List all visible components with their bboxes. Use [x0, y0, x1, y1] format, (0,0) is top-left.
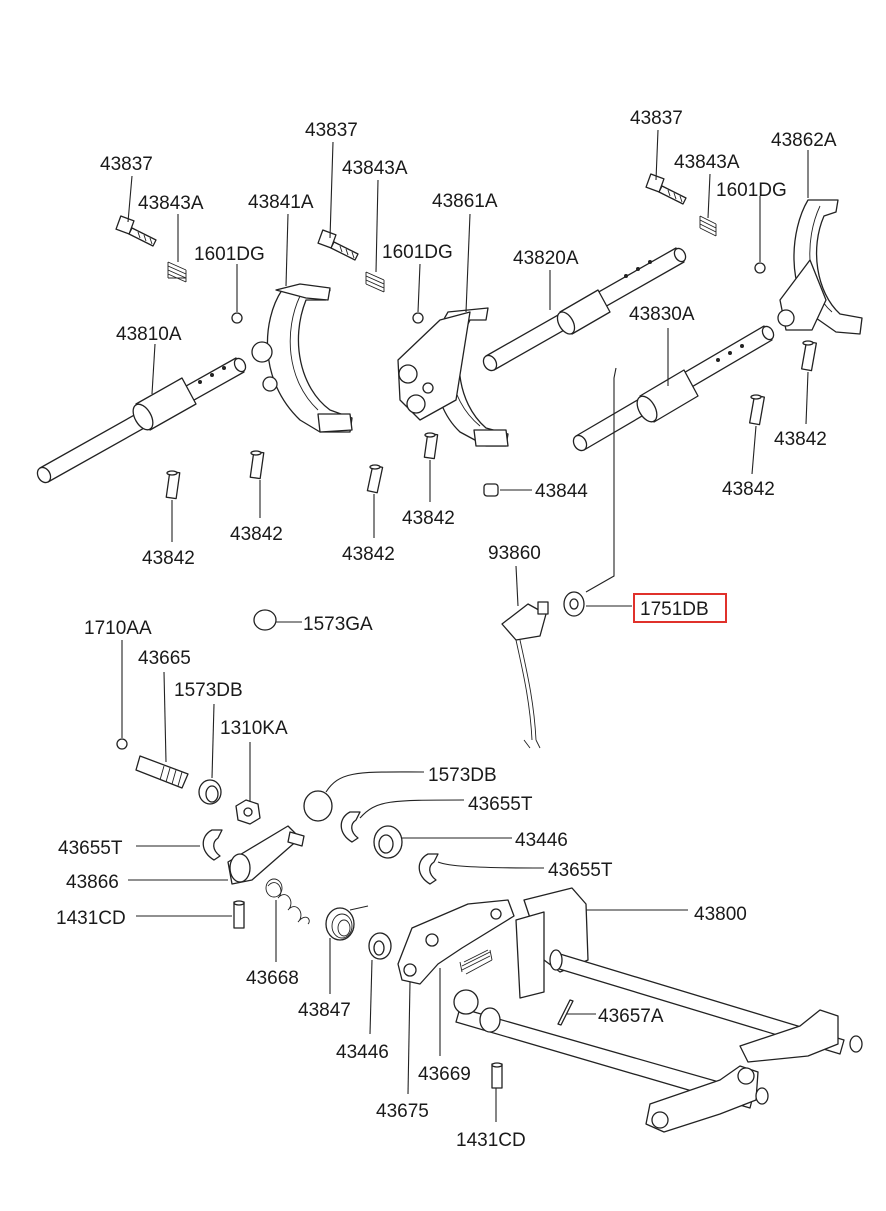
label-43675[interactable]: 43675 [376, 1101, 429, 1122]
plate-43675[interactable] [397, 899, 515, 985]
label-93860[interactable]: 93860 [488, 543, 541, 564]
label-43820a[interactable]: 43820A [513, 248, 579, 269]
label-43844[interactable]: 43844 [535, 481, 588, 502]
washer-1573db-b[interactable] [303, 790, 333, 822]
bolt-43837-b[interactable] [317, 229, 359, 261]
pin-43842-b[interactable] [249, 450, 265, 480]
spring-43668[interactable] [265, 878, 310, 925]
label-43842-b[interactable]: 43842 [230, 524, 283, 545]
label-43657a[interactable]: 43657A [598, 1006, 664, 1027]
clip-43655t-a[interactable] [202, 829, 223, 861]
label-43862a[interactable]: 43862A [771, 130, 837, 151]
part-labels: 43837 43843A 43841A 1601DG 43810A 43837 … [56, 108, 837, 1151]
label-1710aa[interactable]: 1710AA [84, 618, 152, 639]
label-43841a[interactable]: 43841A [248, 192, 314, 213]
washer-1751db[interactable] [563, 591, 585, 617]
label-43861a[interactable]: 43861A [432, 191, 498, 212]
nut-1310ka[interactable] [235, 799, 261, 825]
ball-1601dg-c[interactable] [754, 262, 766, 274]
pin-43657a[interactable] [557, 999, 574, 1026]
label-43665[interactable]: 43665 [138, 648, 191, 669]
label-43842-f[interactable]: 43842 [722, 479, 775, 500]
label-1573ga[interactable]: 1573GA [303, 614, 373, 635]
label-1310ka[interactable]: 1310KA [220, 718, 288, 739]
label-1431cd-b[interactable]: 1431CD [456, 1130, 526, 1151]
shift-assembly-43800[interactable] [453, 887, 863, 1133]
pin-43842-f[interactable] [748, 394, 766, 426]
label-43842-a[interactable]: 43842 [142, 548, 195, 569]
bushing-43446-a[interactable] [373, 825, 403, 859]
clip-43655t-b[interactable] [340, 811, 361, 843]
pin-43842-d[interactable] [423, 432, 439, 460]
label-43842-d[interactable]: 43842 [402, 508, 455, 529]
label-1573db-b[interactable]: 1573DB [428, 765, 497, 786]
label-43843a-c[interactable]: 43843A [674, 152, 740, 173]
shaft-43830a[interactable] [571, 324, 776, 452]
label-43830a[interactable]: 43830A [629, 304, 695, 325]
label-1431cd-a[interactable]: 1431CD [56, 908, 126, 929]
label-1573db-a[interactable]: 1573DB [174, 680, 243, 701]
spring-43843a-c[interactable] [699, 215, 717, 237]
washer-1573db-a[interactable] [198, 779, 222, 805]
leader-lines [121, 129, 809, 1122]
label-43847[interactable]: 43847 [298, 1000, 351, 1021]
pin-1431cd-a[interactable] [233, 900, 245, 929]
label-43668[interactable]: 43668 [246, 968, 299, 989]
shaft-43810a[interactable] [35, 356, 248, 484]
switch-93860[interactable] [501, 601, 549, 749]
label-43446-b[interactable]: 43446 [336, 1042, 389, 1063]
spring-43669[interactable] [459, 949, 493, 975]
shaft-43820a[interactable] [481, 246, 688, 372]
label-43842-c[interactable]: 43842 [342, 544, 395, 565]
pin-43842-e[interactable] [800, 340, 818, 372]
label-43837-b[interactable]: 43837 [305, 120, 358, 141]
clip-43655t-c[interactable] [418, 853, 439, 885]
plug-43844[interactable] [483, 483, 499, 497]
label-43446-a[interactable]: 43446 [515, 830, 568, 851]
spring-43843a-a[interactable] [167, 261, 187, 283]
bolt-43837-a[interactable] [115, 215, 157, 247]
label-43810a[interactable]: 43810A [116, 324, 182, 345]
label-43843a-a[interactable]: 43843A [138, 193, 204, 214]
bolt-43665[interactable] [135, 755, 189, 789]
plug-1573ga[interactable] [253, 609, 277, 631]
label-43837-a[interactable]: 43837 [100, 154, 153, 175]
fork-43861a[interactable] [397, 307, 509, 447]
label-43655t-c[interactable]: 43655T [548, 860, 613, 881]
label-43655t-a[interactable]: 43655T [58, 838, 123, 859]
highlight-box-1751db [633, 593, 727, 623]
label-1601dg-a[interactable]: 1601DG [194, 244, 265, 265]
lever-43866[interactable] [227, 825, 305, 885]
fork-43862a[interactable] [777, 199, 863, 335]
label-43866[interactable]: 43866 [66, 872, 119, 893]
pin-43842-a[interactable] [165, 470, 181, 500]
label-43800[interactable]: 43800 [694, 904, 747, 925]
label-1751db[interactable]: 1751DB [640, 599, 709, 620]
bolt-43837-c[interactable] [645, 173, 687, 205]
ball-1601dg-b[interactable] [412, 312, 424, 324]
ball-1601dg-a[interactable] [231, 312, 243, 324]
label-43669[interactable]: 43669 [418, 1064, 471, 1085]
fork-43841a[interactable] [251, 283, 353, 433]
ball-1710aa[interactable] [116, 738, 128, 750]
label-43837-c[interactable]: 43837 [630, 108, 683, 129]
spring-43843a-b[interactable] [365, 271, 385, 293]
label-1601dg-b[interactable]: 1601DG [382, 242, 453, 263]
label-43842-e[interactable]: 43842 [774, 429, 827, 450]
label-43843a-b[interactable]: 43843A [342, 158, 408, 179]
spring-43847[interactable] [325, 905, 369, 941]
label-43655t-b[interactable]: 43655T [468, 794, 533, 815]
pin-1431cd-b[interactable] [491, 1062, 503, 1089]
bushing-43446-b[interactable] [368, 932, 392, 960]
pin-43842-c[interactable] [366, 464, 384, 494]
label-1601dg-c[interactable]: 1601DG [716, 180, 787, 201]
